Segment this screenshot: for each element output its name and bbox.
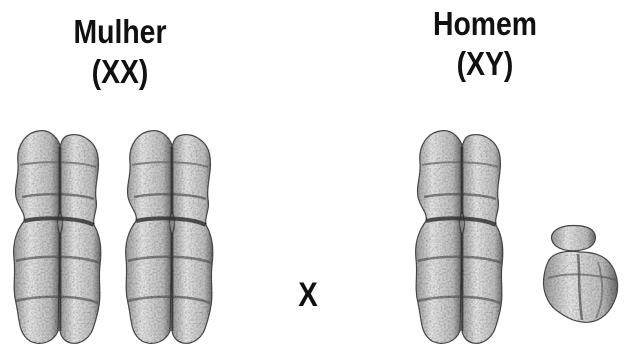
x-chromosome-male <box>410 125 510 350</box>
y-chromosome <box>538 222 623 327</box>
male-name: Homem <box>416 4 554 44</box>
female-karyotype: (XX) <box>51 52 189 92</box>
female-name: Mulher <box>51 12 189 52</box>
female-label: Mulher (XX) <box>51 12 189 92</box>
male-label: Homem (XY) <box>416 4 554 84</box>
cross-symbol: X <box>291 276 325 315</box>
male-karyotype: (XY) <box>416 44 554 84</box>
x-chromosome-female-1 <box>8 125 108 350</box>
x-chromosome-female-2 <box>120 125 220 350</box>
